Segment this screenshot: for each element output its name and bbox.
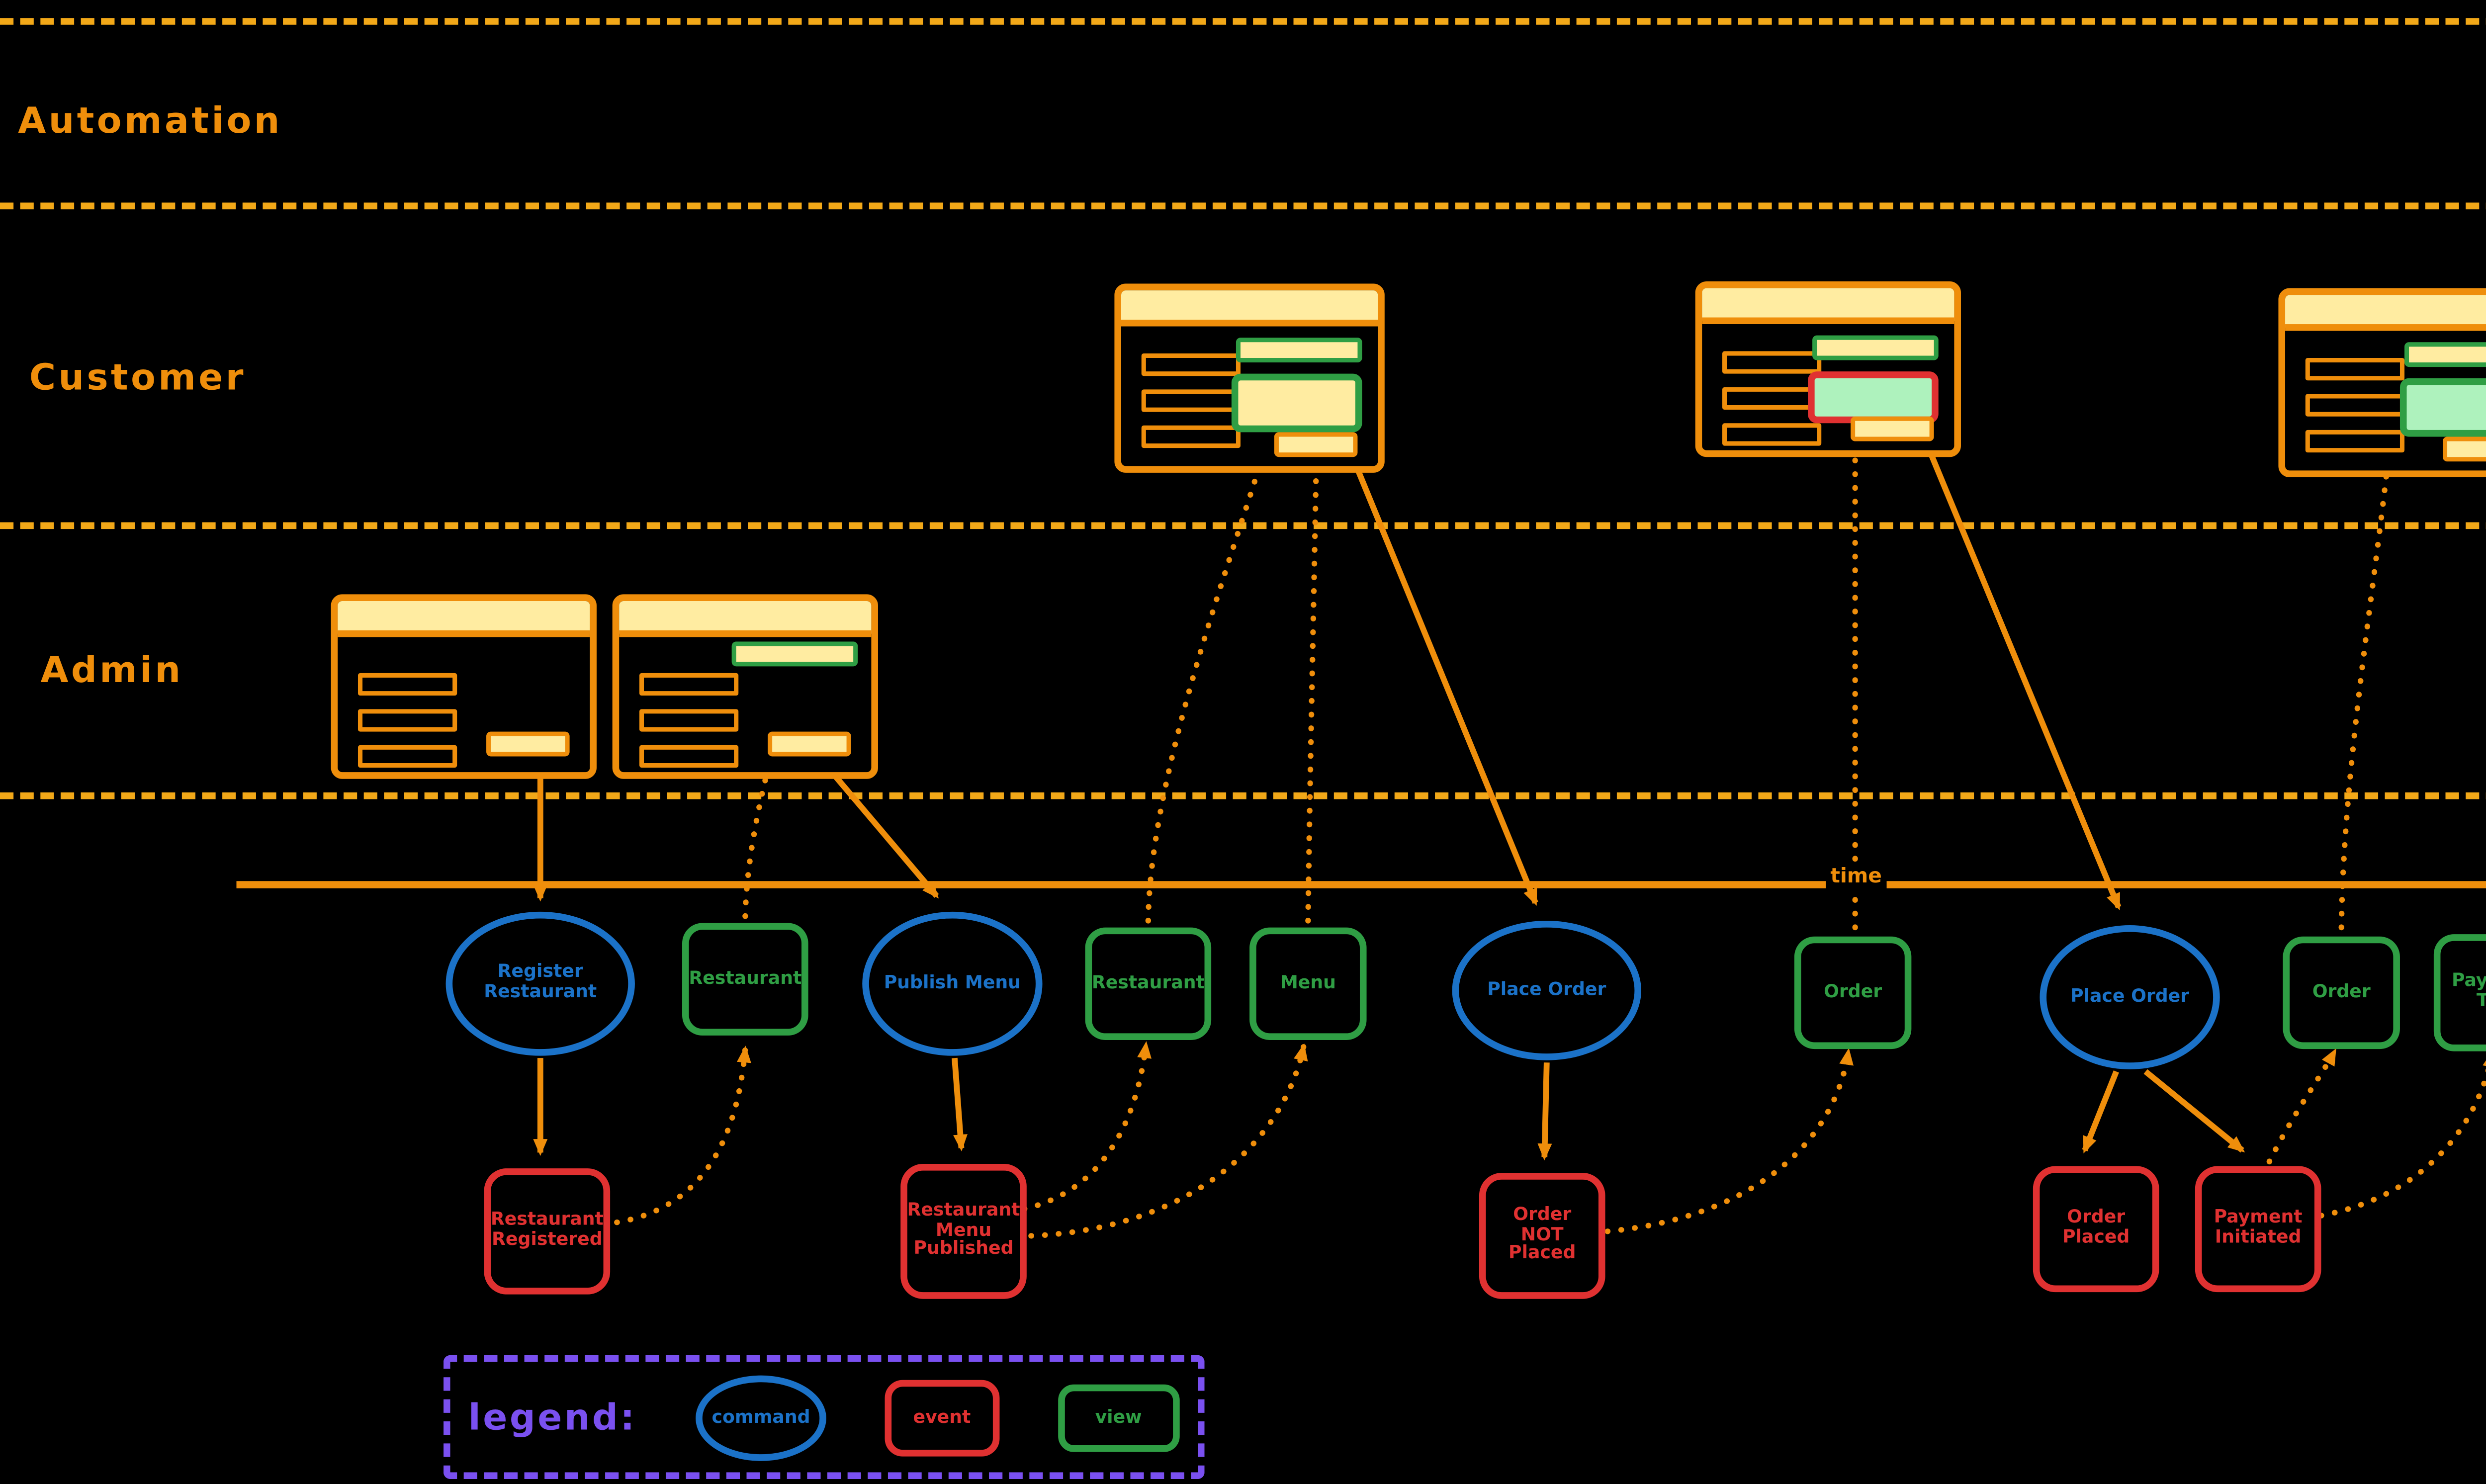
legend-view-shape: view <box>1057 1383 1180 1451</box>
mockup-restaurant-field <box>1236 338 1362 363</box>
event-restaurant-menu-published: Restaurant Menu Published <box>900 1164 1027 1299</box>
admin-publish-menu-mockup <box>612 594 878 779</box>
mockup-form-lines <box>1722 351 1822 446</box>
event-order-placed: Order Placed <box>2033 1166 2159 1293</box>
lane-label-admin: Admin <box>40 648 183 692</box>
mockup-titlebar <box>1121 290 1378 327</box>
mockup-form-lines <box>639 673 739 768</box>
legend-command-shape: command <box>695 1374 827 1460</box>
view-order-2: Order <box>2283 936 2400 1049</box>
mockup-titlebar <box>1702 288 1954 325</box>
lane-border-customer-admin <box>0 522 2486 529</box>
event-order-not-placed: Order NOT Placed <box>1479 1173 1605 1299</box>
timeline-label: time <box>1826 867 1886 889</box>
view-restaurant-2: Restaurant <box>1085 927 1212 1040</box>
mockup-submit-button <box>768 731 851 757</box>
mockup-form-lines <box>2305 357 2405 453</box>
mockup-order-status-panel <box>2399 378 2486 437</box>
lane-border-top <box>0 18 2486 25</box>
view-payments-todo-1: Payments ToDo <box>2433 934 2486 1051</box>
mockup-order-status-panel <box>1808 371 1939 424</box>
command-place-order-1: Place Order <box>1452 920 1641 1060</box>
mockup-submit-button <box>1274 432 1358 457</box>
view-restaurant-1: Restaurant <box>682 923 808 1036</box>
command-publish-menu: Publish Menu <box>862 911 1043 1056</box>
event-restaurant-registered: Restaurant Registered <box>484 1168 611 1295</box>
mockup-submit-button <box>486 731 570 757</box>
lane-border-automation-customer <box>0 202 2486 210</box>
view-menu: Menu <box>1249 927 1367 1040</box>
legend: legend: command event view <box>444 1355 1205 1479</box>
mockup-submit-button <box>2442 436 2486 462</box>
mockup-titlebar <box>338 601 590 637</box>
mockup-titlebar <box>2285 295 2486 331</box>
mockup-submit-button <box>1851 416 1934 441</box>
customer-order-mockup-3 <box>2278 288 2486 477</box>
customer-order-mockup-1 <box>1114 283 1385 473</box>
customer-order-mockup-2 <box>1695 281 1961 457</box>
command-place-order-2: Place Order <box>2040 925 2220 1069</box>
view-order-1: Order <box>1794 936 1912 1049</box>
lane-label-automation: Automation <box>18 99 282 142</box>
dotted-arrows <box>614 388 2486 1239</box>
lane-label-customer: Customer <box>29 355 246 399</box>
mockup-form-lines <box>357 673 457 768</box>
admin-register-restaurant-mockup <box>331 594 597 779</box>
mockup-titlebar <box>619 601 872 637</box>
legend-title: legend: <box>468 1396 637 1439</box>
mockup-restaurant-field <box>1812 335 1939 360</box>
event-payment-initiated: Payment Initiated <box>2195 1166 2321 1293</box>
legend-event-shape: event <box>885 1379 999 1456</box>
command-register-restaurant: Register Restaurant <box>445 911 635 1056</box>
mockup-menu-panel <box>1231 373 1362 433</box>
mockup-restaurant-field <box>731 641 858 667</box>
mockup-form-lines <box>1141 353 1241 448</box>
lane-border-admin-timeline <box>0 792 2486 799</box>
mockup-restaurant-field <box>2404 342 2486 367</box>
